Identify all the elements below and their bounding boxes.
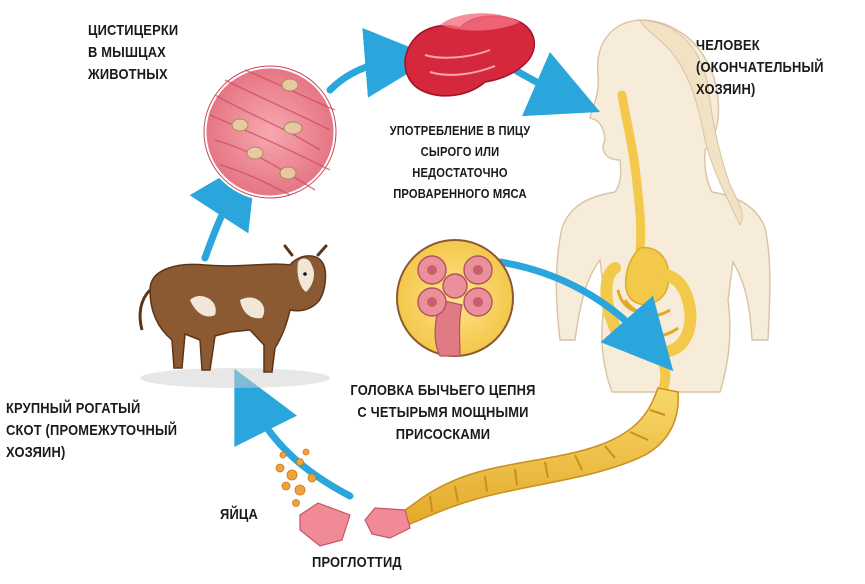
label-eggs: ЯЙЦА	[220, 504, 258, 526]
label-consumption: УПОТРЕБЛЕНИЕ В ПИЦУ СЫРОГО ИЛИ НЕДОСТАТО…	[374, 120, 546, 204]
label-proglottid: ПРОГЛОТТИД	[312, 552, 402, 574]
label-cysticerci: ЦИСТИЦЕРКИ В МЫШЦАХ ЖИВОТНЫХ	[88, 20, 178, 86]
proglottid-icon	[300, 503, 410, 546]
label-cattle: КРУПНЫЙ РОГАТЫЙ СКОТ (ПРОМЕЖУТОЧНЫЙ ХОЗЯ…	[6, 398, 177, 464]
arrow-muscle-to-meat	[330, 60, 400, 90]
arrow-cow-to-muscle	[205, 185, 238, 258]
muscle-tissue-icon	[204, 66, 336, 198]
label-human: ЧЕЛОВЕК (ОКОНЧАТЕЛЬНЫЙ ХОЗЯИН)	[696, 35, 824, 101]
cow-icon	[140, 246, 330, 388]
tapeworm-head-icon	[397, 240, 513, 356]
raw-meat-icon	[405, 13, 534, 96]
label-tapeworm-head: ГОЛОВКА БЫЧЬЕГО ЦЕПНЯ С ЧЕТЫРЬМЯ МОЩНЫМИ…	[336, 380, 551, 446]
